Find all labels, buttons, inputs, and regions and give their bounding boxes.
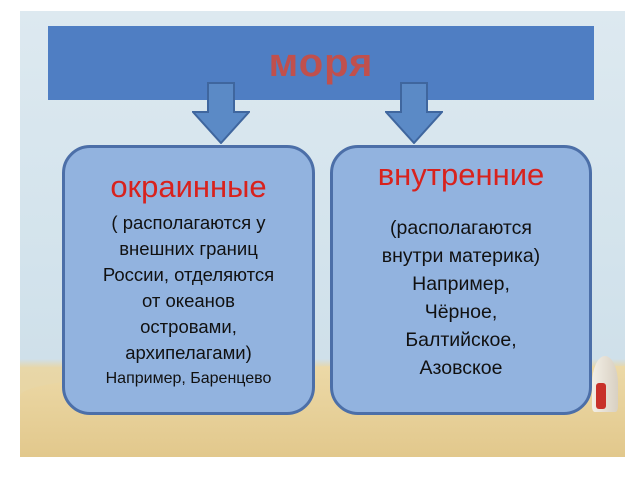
marginal-seas-line: островами, — [140, 316, 237, 337]
diagram-title: моря — [268, 40, 374, 85]
arrow-down-icon-right — [385, 82, 443, 144]
inland-seas-line: Азовское — [419, 357, 503, 379]
marginal-seas-example: Например, Баренцево — [105, 370, 272, 387]
inland-seas-box: внутренние (располагаются внутри материк… — [330, 145, 592, 415]
marginal-seas-line: ( располагаются у — [111, 212, 266, 233]
marginal-seas-description: ( располагаются у внешних границ России,… — [65, 210, 312, 392]
inland-seas-heading: внутренние — [377, 157, 545, 192]
marginal-seas-line: внешних границ — [119, 238, 258, 259]
inland-seas-line: Например, — [412, 273, 510, 295]
inland-seas-line: (располагаются — [390, 217, 532, 239]
title-bar: моря — [48, 26, 594, 100]
marginal-seas-line: архипелагами) — [125, 342, 252, 363]
inland-seas-line: Балтийское, — [405, 329, 517, 351]
shell-tip-decoration — [596, 383, 606, 409]
inland-seas-line: Чёрное, — [424, 301, 498, 323]
marginal-seas-line: России, отделяются — [102, 264, 275, 285]
marginal-seas-box: окраинные ( располагаются у внешних гран… — [62, 145, 315, 415]
inland-seas-description: (располагаются внутри материка) Например… — [333, 214, 589, 382]
marginal-seas-heading: окраинные — [110, 169, 267, 204]
arrow-down-icon-left — [192, 82, 250, 144]
inland-seas-line: внутри материка) — [381, 245, 541, 267]
marginal-seas-line: от океанов — [142, 290, 235, 311]
